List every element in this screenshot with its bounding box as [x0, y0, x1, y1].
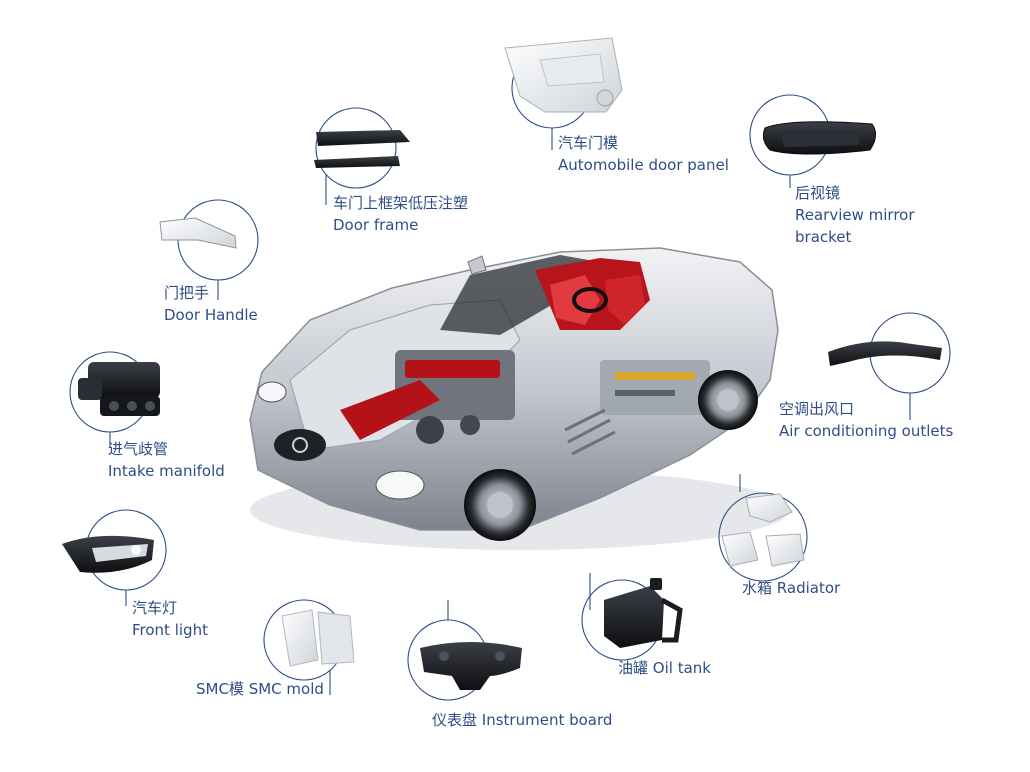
part-en: Front light — [132, 621, 208, 639]
part-zh: SMC模 — [196, 680, 244, 698]
part-label-door-panel: 汽车门模 Automobile door panel — [558, 132, 729, 176]
rearview-mirror-icon — [762, 121, 876, 155]
car-illustration — [249, 247, 790, 550]
door-handle-icon — [159, 217, 237, 249]
part-zh: 汽车灯 — [132, 599, 178, 617]
part-label-oil-tank: 油罐 Oil tank — [618, 657, 711, 679]
smc-mold-icon — [281, 609, 355, 667]
part-zh: 进气歧管 — [108, 440, 169, 458]
instrument-board-icon — [420, 642, 522, 690]
part-zh: 油罐 — [618, 659, 649, 677]
part-en: Door Handle — [164, 306, 258, 324]
part-zh: 汽车门模 — [558, 134, 619, 152]
part-en: Instrument board — [481, 711, 613, 729]
part-zh: 水箱 — [742, 579, 773, 597]
air-outlet-icon — [828, 341, 942, 366]
part-en-line2: bracket — [795, 228, 852, 246]
part-label-front-light: 汽车灯 Front light — [132, 597, 208, 641]
front-light-icon — [62, 535, 154, 573]
part-zh: 门把手 — [164, 284, 210, 302]
part-en: Rearview mirror — [795, 206, 915, 224]
part-label-instrument-board: 仪表盘 Instrument board — [432, 709, 612, 731]
part-label-door-handle: 门把手 Door Handle — [164, 282, 258, 326]
intake-manifold-icon — [78, 362, 160, 416]
part-label-door-frame: 车门上框架低压注塑 Door frame — [333, 192, 468, 236]
part-en: SMC mold — [248, 680, 324, 698]
part-label-radiator: 水箱 Radiator — [742, 577, 840, 599]
radiator-icon — [721, 493, 805, 567]
part-en: Oil tank — [652, 659, 711, 677]
part-en: Air conditioning outlets — [779, 422, 954, 440]
door-frame-icon — [314, 130, 410, 168]
part-zh: 后视镜 — [795, 184, 841, 202]
part-zh: 空调出风口 — [779, 400, 855, 418]
part-en: Radiator — [776, 579, 841, 597]
part-label-smc-mold: SMC模 SMC mold — [196, 678, 324, 700]
part-en: Automobile door panel — [558, 156, 729, 174]
part-zh: 仪表盘 — [432, 711, 478, 729]
part-label-air-outlet: 空调出风口 Air conditioning outlets — [779, 398, 953, 442]
oil-tank-icon — [604, 578, 683, 648]
part-zh: 车门上框架低压注塑 — [333, 194, 469, 212]
part-label-intake-manifold: 进气歧管 Intake manifold — [108, 438, 225, 482]
part-en: Intake manifold — [108, 462, 225, 480]
part-en: Door frame — [333, 216, 419, 234]
part-label-rearview-mirror: 后视镜 Rearview mirror bracket — [795, 182, 915, 248]
door-panel-icon — [504, 37, 623, 113]
